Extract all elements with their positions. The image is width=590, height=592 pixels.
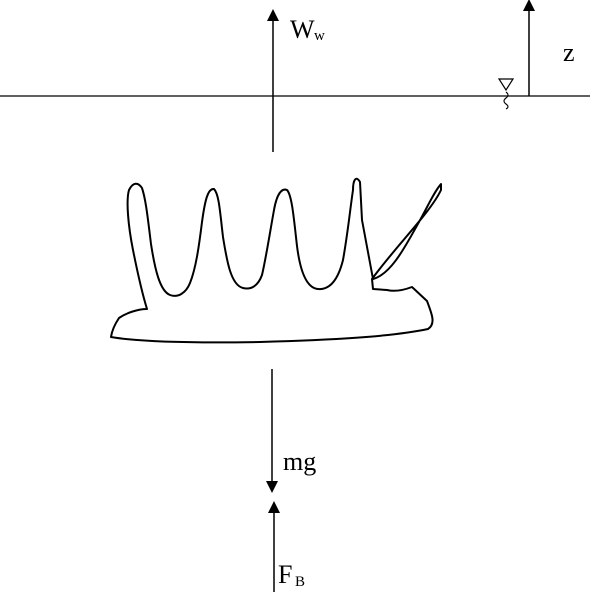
gravity-label: mg <box>283 447 316 476</box>
water-weight-subscript: w <box>314 28 325 44</box>
z-axis-label: z <box>563 38 575 67</box>
water-level-icon <box>497 78 515 110</box>
buoyancy-label: F <box>278 560 292 589</box>
buoyancy-subscript: B <box>295 574 305 590</box>
submerged-body-outline <box>110 177 442 344</box>
water-weight-label: W <box>290 15 315 44</box>
